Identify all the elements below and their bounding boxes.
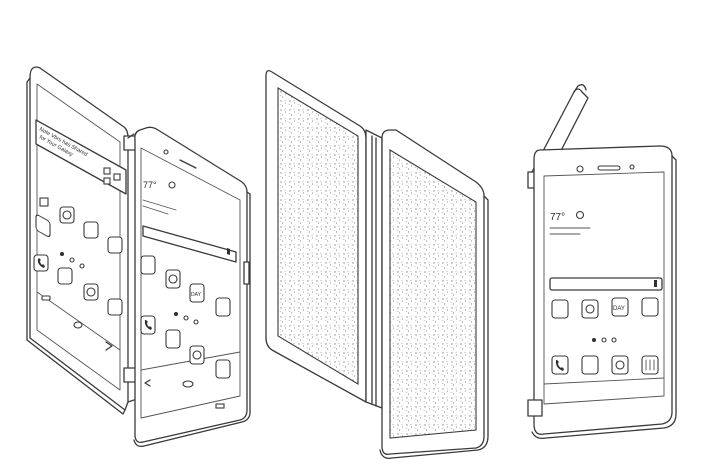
home-icon[interactable] [182, 380, 194, 388]
notification-banner[interactable]: Note Vbrs has Shared for Your Galaxy [35, 119, 127, 195]
banner-thumb-icon [113, 173, 121, 181]
mic-icon[interactable] [227, 248, 230, 255]
search-bar[interactable] [142, 225, 237, 263]
hinge-spine [365, 129, 383, 409]
app-icon-phone[interactable] [140, 315, 156, 335]
lens-icon [62, 210, 72, 220]
recent-apps-icon[interactable] [215, 403, 225, 409]
sun-icon [575, 210, 585, 220]
hinge-bottom [527, 399, 543, 417]
phone-icon [37, 258, 45, 268]
back-left-texture [277, 87, 359, 385]
earpiece [179, 159, 197, 169]
mic-icon[interactable] [654, 280, 657, 287]
globe-icon [192, 350, 202, 360]
clock-icon [168, 274, 178, 284]
back-icon[interactable] [41, 295, 51, 301]
app-icon-settings[interactable] [83, 221, 99, 239]
left-device: Note Vbrs has Shared for Your Galaxy [26, 66, 251, 448]
phone-icon [144, 320, 152, 330]
folder-icon [39, 197, 49, 207]
back-right-texture [389, 149, 477, 439]
phone-icon [555, 360, 564, 371]
home-icon[interactable] [73, 321, 83, 329]
page-indicator-dot [193, 319, 199, 325]
banner-thumb-icon [103, 167, 111, 175]
app-icon-messages[interactable] [57, 267, 73, 285]
page-indicator-dot [611, 337, 617, 343]
app-icon-calendar[interactable] [107, 236, 123, 254]
app-icon-camera[interactable] [551, 299, 569, 319]
page-indicator-dot [601, 337, 607, 343]
app-icon-calendar[interactable] [611, 297, 629, 317]
side-button[interactable] [243, 261, 250, 285]
app-icon-phone[interactable] [551, 355, 569, 375]
left-panel-app-grid [33, 197, 123, 316]
camera-sensor [163, 149, 169, 155]
banner-thumb-icon [103, 177, 111, 185]
globe-icon [615, 360, 625, 370]
weather-temp: 77° [143, 180, 157, 190]
center-device-back [265, 70, 489, 459]
app-icon-calendar[interactable] [189, 283, 205, 303]
clock-icon [585, 304, 595, 314]
app-icon-phone[interactable] [33, 254, 49, 272]
page-indicator-dot [592, 338, 596, 342]
right-device: 77° DAY [527, 84, 677, 440]
page-indicator-dot [60, 252, 64, 256]
calendar-day-label: DAY [613, 306, 625, 312]
proximity-sensor [629, 164, 635, 170]
app-icon-files[interactable] [641, 297, 659, 317]
left-device-right-panel: 77° DAY [133, 126, 251, 448]
camera-sensor [576, 165, 584, 173]
app-icon-messages[interactable] [581, 355, 599, 375]
app-icon-apps[interactable] [215, 359, 231, 379]
recent-apps-icon[interactable] [105, 341, 113, 351]
page-indicator-dot [79, 263, 85, 269]
globe-icon [86, 287, 96, 297]
search-bar[interactable] [549, 277, 663, 291]
page-indicator-dot [69, 257, 75, 263]
back-icon[interactable] [144, 379, 151, 387]
earpiece [597, 165, 621, 171]
page-indicator-dot [183, 315, 189, 321]
calendar-day-label: DAY [191, 292, 202, 298]
weather-temp: 77° [550, 212, 565, 223]
app-icon-apps[interactable] [107, 298, 123, 316]
app-icon-files[interactable] [215, 297, 231, 317]
app-icon-messages[interactable] [165, 329, 181, 349]
app-icon-gallery[interactable] [35, 214, 51, 238]
app-icon-camera[interactable] [140, 255, 156, 275]
sun-icon [168, 181, 176, 189]
page-indicator-dot [174, 312, 178, 316]
